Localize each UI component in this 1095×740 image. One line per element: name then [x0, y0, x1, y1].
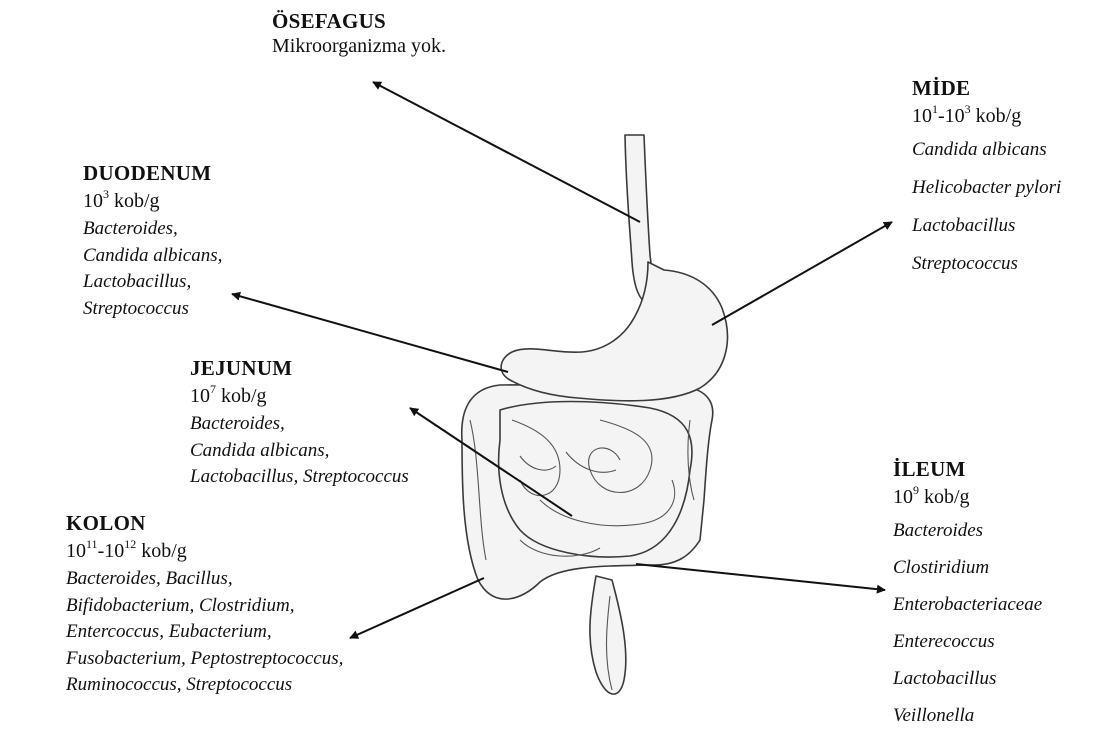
colon-organism: Fusobacterium, Peptostreptococcus,: [66, 646, 343, 673]
esophagus-label-group: ÖSEFAGUS Mikroorganizma yok.: [272, 8, 446, 59]
stomach-label-group: MİDE 101-103 kob/g Candida albicans Heli…: [912, 75, 1061, 283]
esophagus-title: ÖSEFAGUS: [272, 8, 446, 34]
duodenum-title: DUODENUM: [83, 160, 222, 186]
duodenum-label-group: DUODENUM 103 kob/g Bacteroides, Candida …: [83, 160, 222, 322]
organ-drawing: [462, 135, 728, 694]
ileum-title: İLEUM: [893, 456, 1042, 482]
duodenum-organism: Candida albicans,: [83, 243, 222, 270]
stomach-organism: Candida albicans: [912, 131, 1061, 169]
stomach-title: MİDE: [912, 75, 1061, 101]
arrow-stomach: [712, 222, 892, 325]
small-intestine-shape: [499, 402, 692, 557]
arrow-ileum: [636, 564, 885, 590]
stomach-organism: Lactobacillus: [912, 207, 1061, 245]
stomach-shape: [501, 262, 727, 401]
colon-organism: Bacteroides, Bacillus,: [66, 566, 343, 593]
duodenum-organism: Bacteroides,: [83, 216, 222, 243]
jejunum-organism: Lactobacillus, Streptococcus: [190, 464, 409, 491]
stomach-count: 101-103 kob/g: [912, 101, 1061, 131]
ileum-organism: Veillonella: [893, 697, 1042, 734]
duodenum-count: 103 kob/g: [83, 186, 222, 216]
colon-organism: Bifidobacterium, Clostridium,: [66, 593, 343, 620]
jejunum-label-group: JEJUNUM 107 kob/g Bacteroides, Candida a…: [190, 355, 409, 491]
arrow-colon: [350, 578, 484, 638]
colon-organism: Entercoccus, Eubacterium,: [66, 619, 343, 646]
colon-title: KOLON: [66, 510, 343, 536]
duodenum-organism: Streptococcus: [83, 296, 222, 323]
arrow-esophagus: [373, 82, 640, 222]
jejunum-count: 107 kob/g: [190, 381, 409, 411]
ileum-organism: Enterecoccus: [893, 623, 1042, 660]
stomach-organism: Helicobacter pylori: [912, 169, 1061, 207]
esophagus-note: Mikroorganizma yok.: [272, 34, 446, 59]
ileum-organism: Bacteroides: [893, 512, 1042, 549]
colon-label-group: KOLON 1011-1012 kob/g Bacteroides, Bacil…: [66, 510, 343, 699]
ileum-organism: Enterobacteriaceae: [893, 586, 1042, 623]
jejunum-organism: Candida albicans,: [190, 438, 409, 465]
colon-organism: Ruminococcus, Streptococcus: [66, 672, 343, 699]
ileum-organism: Lactobacillus: [893, 660, 1042, 697]
colon-count: 1011-1012 kob/g: [66, 536, 343, 566]
ileum-organism: Clostiridium: [893, 549, 1042, 586]
stomach-organism: Streptococcus: [912, 245, 1061, 283]
ileum-label-group: İLEUM 109 kob/g Bacteroides Clostiridium…: [893, 456, 1042, 734]
duodenum-organism: Lactobacillus,: [83, 269, 222, 296]
ileum-count: 109 kob/g: [893, 482, 1042, 512]
jejunum-title: JEJUNUM: [190, 355, 409, 381]
jejunum-organism: Bacteroides,: [190, 411, 409, 438]
